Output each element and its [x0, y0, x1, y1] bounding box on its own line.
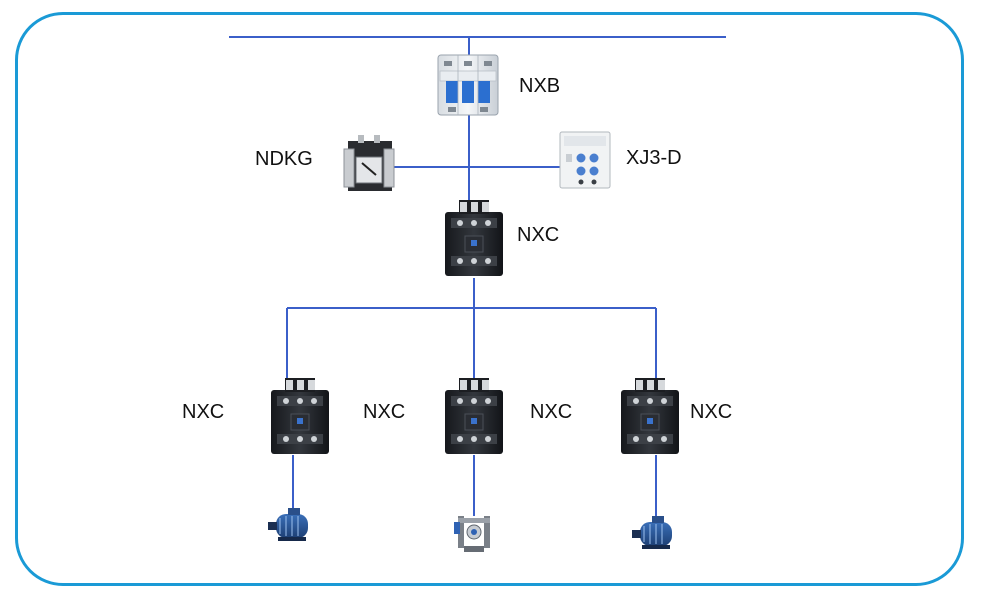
diagram-frame — [15, 12, 964, 586]
breaker-label: NXB — [519, 75, 561, 97]
contactor-group — [271, 200, 679, 454]
transformer-label: NDKG — [255, 148, 313, 170]
ac-contactor-icon — [445, 200, 503, 276]
circuit-breaker-icon — [437, 54, 499, 116]
main-contactor-label: NXC — [517, 224, 560, 246]
protection-relay-icon — [559, 131, 611, 189]
ac-contactor-icon — [445, 378, 503, 454]
relay-label: XJ3-D — [626, 147, 682, 169]
contactor-label-1: NXC — [182, 401, 225, 423]
thruster-brake-icon — [454, 516, 490, 552]
control-transformer-icon — [343, 135, 395, 191]
ac-contactor-icon — [621, 378, 679, 454]
motor-icon — [268, 508, 308, 541]
contactor-label-4: NXC — [690, 401, 733, 423]
ac-contactor-icon — [271, 378, 329, 454]
contactor-label-2: NXC — [363, 401, 406, 423]
wires — [229, 36, 726, 522]
motor-icon — [632, 516, 672, 549]
contactor-label-3: NXC — [530, 401, 573, 423]
